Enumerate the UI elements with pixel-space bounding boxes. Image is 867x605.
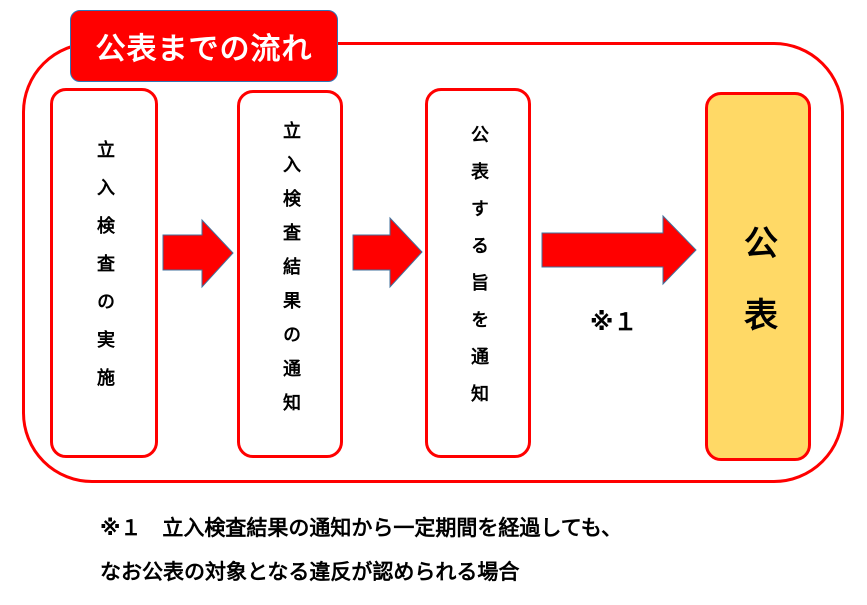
arrow-right-icon [352, 216, 423, 289]
step-label: 立入検査結果の通知 [280, 121, 301, 427]
step-label: 立入検査の実施 [94, 140, 115, 406]
step-label: 公表する旨を通知 [468, 125, 489, 421]
step-publication: 公表 [705, 92, 811, 461]
step-label: 公表 [737, 224, 778, 369]
step-onsite-inspection: 立入検査の実施 [50, 88, 158, 458]
arrow-right-icon [162, 218, 234, 289]
step-inspection-result-notice: 立入検査結果の通知 [237, 90, 343, 458]
flow-container [22, 42, 844, 483]
footnote-line-1: ※１ 立入検査結果の通知から一定期間を経過しても、 [100, 516, 623, 540]
arrow-note: ※１ [590, 308, 638, 336]
diagram-title: 公表までの流れ [70, 10, 338, 82]
footnote-line-2: なお公表の対象となる違反が認められる場合 [100, 560, 520, 584]
arrow-right-icon [541, 214, 697, 286]
step-publication-notice: 公表する旨を通知 [425, 88, 531, 458]
